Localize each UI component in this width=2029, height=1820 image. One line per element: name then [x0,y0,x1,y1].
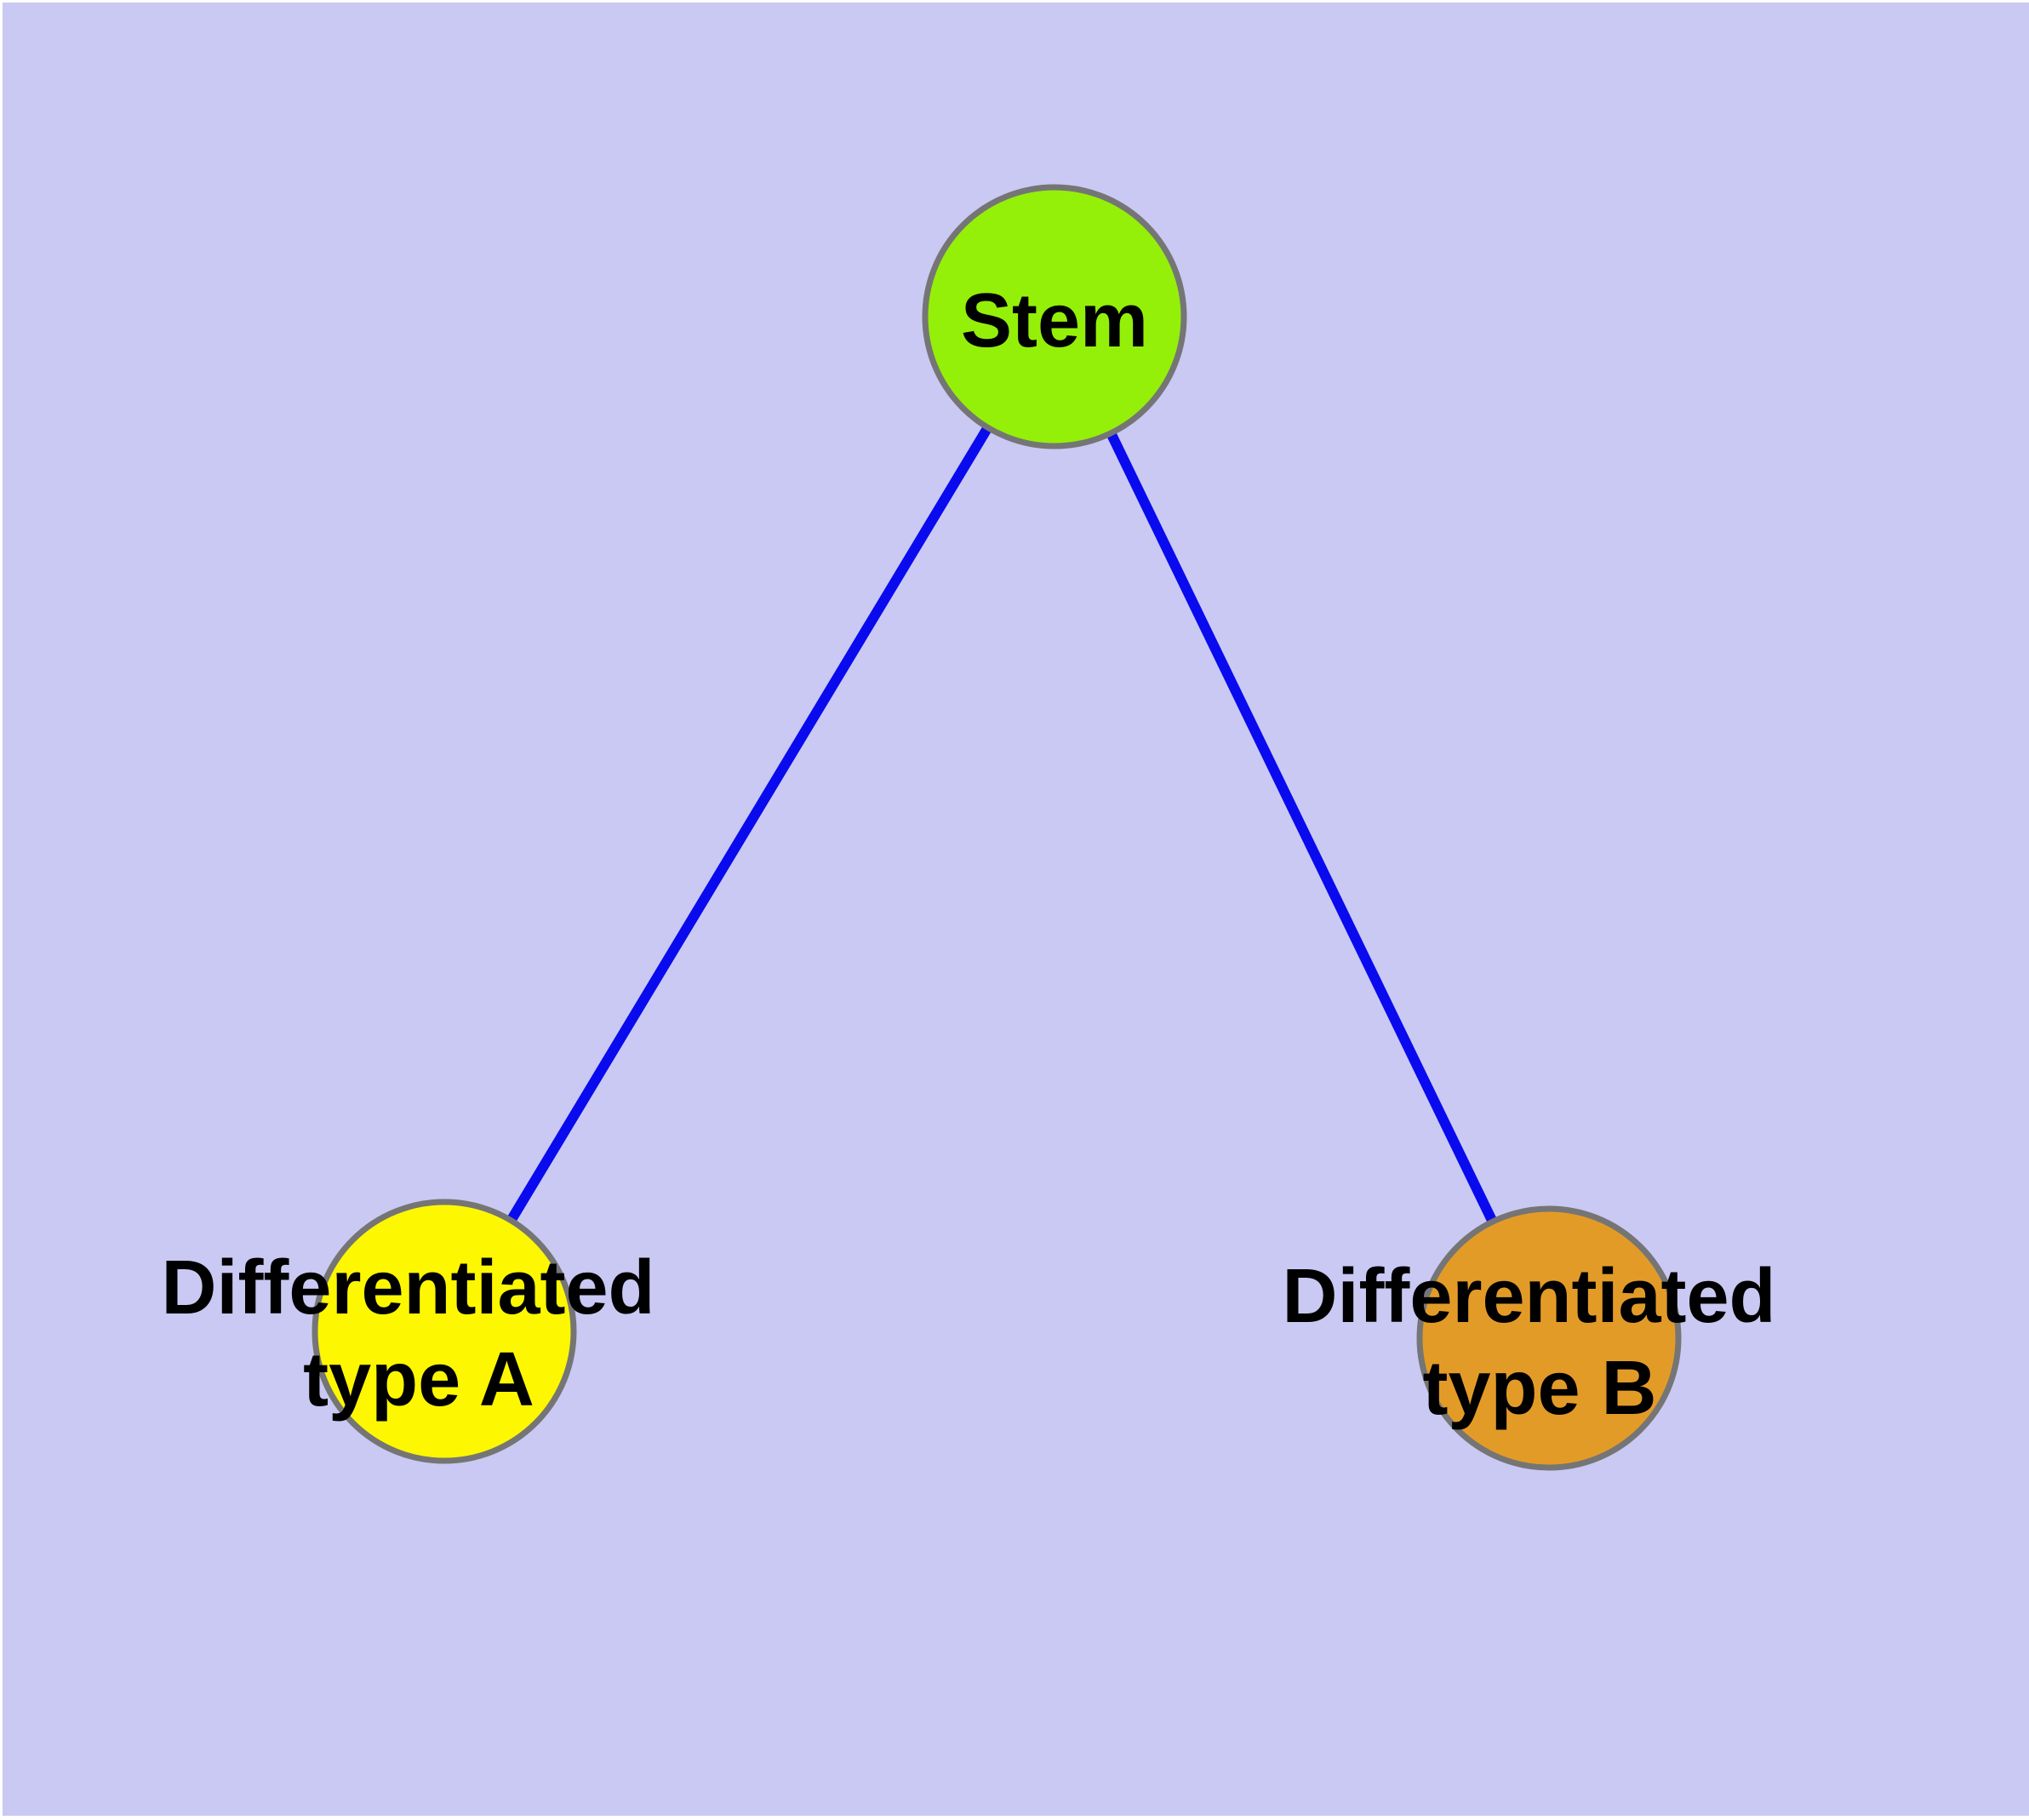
node-differentiated-type-a[interactable]: Differentiated type A [161,1199,676,1464]
type-a-label-line-1: Differentiated [161,1245,654,1331]
edge-stem-to-type-b[interactable] [1049,314,1554,1341]
type-b-label-line-1: Differentiated [1282,1254,1775,1339]
stem-node-circle[interactable] [922,184,1187,449]
node-stem[interactable]: Stem [922,184,1187,449]
edge-stem-to-type-a[interactable] [439,313,1060,1335]
type-b-label-line-2: type B [1422,1346,1656,1431]
node-differentiated-type-b[interactable]: Differentiated type B [1282,1205,1797,1471]
stem-label-line: Stem [961,278,1148,363]
type-a-node-label: Differentiated type A [161,1220,676,1422]
type-b-node-label: Differentiated type B [1282,1228,1797,1431]
stem-node-label: Stem [961,278,1148,363]
type-a-node-circle[interactable] [311,1199,577,1464]
type-a-label-line-2: type A [303,1337,534,1422]
type-b-node-circle[interactable] [1416,1205,1682,1471]
